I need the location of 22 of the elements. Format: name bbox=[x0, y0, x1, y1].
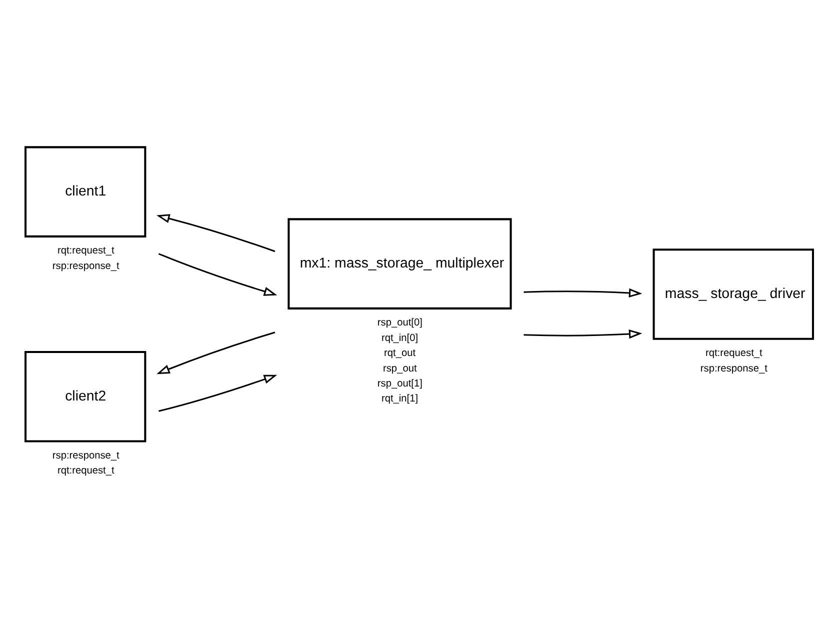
node-label: rqt_in[1] bbox=[381, 394, 418, 405]
node-box: mass_ storage_ driver bbox=[652, 248, 814, 340]
node-label: rsp:response_t bbox=[52, 450, 120, 462]
node-label: rsp:response_t bbox=[52, 260, 120, 272]
arrow bbox=[524, 329, 642, 339]
node-box: client2 bbox=[24, 351, 146, 442]
node-label: rsp_out[1] bbox=[377, 378, 422, 390]
arrow bbox=[158, 374, 278, 412]
node-box: mx1: mass_storage_ multiplexer bbox=[288, 218, 512, 310]
node-box: client1 bbox=[24, 146, 146, 238]
arrow bbox=[156, 214, 276, 252]
node-label: rqt_in[0] bbox=[381, 332, 418, 344]
arrow bbox=[524, 288, 642, 298]
node-label: rsp_out[0] bbox=[377, 318, 422, 329]
node-label: rqt:request_t bbox=[57, 246, 114, 257]
node-label: rsp_out bbox=[383, 363, 417, 374]
arrow bbox=[156, 332, 276, 374]
node-label: rsp:response_t bbox=[700, 363, 768, 374]
node-label: rqt:request_t bbox=[57, 466, 114, 477]
node-label: rqt_out bbox=[384, 348, 416, 360]
arrow bbox=[158, 253, 278, 296]
node-label: rqt:request_t bbox=[705, 348, 762, 360]
